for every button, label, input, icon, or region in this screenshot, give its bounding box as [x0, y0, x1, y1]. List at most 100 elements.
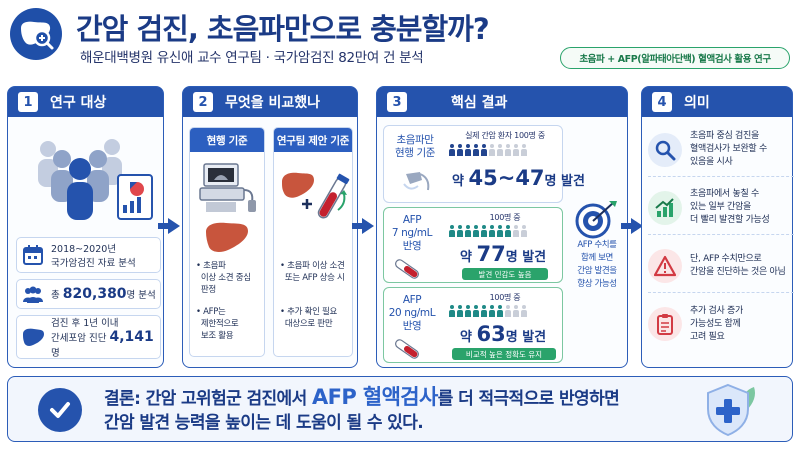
clipboard-icon: [648, 307, 682, 341]
diag-value: 4,141: [109, 329, 154, 345]
diag-line1: 검진 후 1년 이내: [51, 318, 119, 329]
ultrasound-machine-icon: [199, 163, 256, 212]
medical-shield-icon: [707, 383, 755, 437]
afp7-sensitivity-badge: 발견 민감도 높음: [462, 268, 548, 280]
current-bullet-1: • 초음파 이상 소견 중심 판정: [196, 261, 251, 295]
panel-header: 2 무엇을 비교했나: [183, 87, 357, 117]
liver-plus-blood-tube-icon: [282, 172, 350, 219]
total-subjects-box: 총 820,380명 분석: [16, 279, 161, 309]
total-value: 820,380: [62, 286, 127, 302]
afp20-person-row: [448, 305, 527, 317]
person-icon: [512, 305, 519, 317]
panel-title: 연구 대상: [50, 95, 107, 111]
conclusion-banner: 결론: 간암 고위험군 검진에서 AFP 혈액검사를 더 적극적으로 반영하면 …: [7, 376, 793, 442]
afp20-result-text: 약 63명 발견: [460, 322, 547, 346]
person-icon: [504, 144, 511, 156]
liver-search-logo-icon: [10, 8, 62, 60]
person-icon: [456, 225, 463, 237]
person-icon: [496, 225, 503, 237]
liver-icon: [206, 222, 248, 252]
page-title: 간암 검진, 초음파만으로 충분할까?: [76, 12, 490, 46]
flow-arrow: [158, 218, 180, 234]
person-icon: [520, 144, 527, 156]
step-number: 1: [18, 92, 38, 112]
panel-header: 3 핵심 결과: [377, 87, 627, 117]
liver-icon: [21, 325, 45, 349]
flow-arrow: [352, 218, 374, 234]
step-number: 2: [193, 92, 213, 112]
person-icon: [448, 144, 455, 156]
growth-chart-icon: [648, 190, 682, 225]
proposed-bullet-2: • 추가 확인 필요 대상으로 판만: [280, 307, 338, 329]
proposed-bullet-1: • 초음파 이상 소견 또는 AFP 상승 시: [280, 261, 345, 283]
crowd-with-report-icon: [38, 139, 153, 220]
panel-title: 무엇을 비교했나: [225, 95, 321, 111]
panel-header: 1 연구 대상: [8, 87, 163, 117]
proposed-criteria-header: 연구팀 제안 기준: [274, 128, 352, 152]
diag-line2: 간세포암 진단: [51, 333, 107, 344]
person-icon: [448, 305, 455, 317]
person-icon: [472, 225, 479, 237]
person-icon: [464, 225, 471, 237]
target-icon: [575, 201, 617, 239]
afp20-caption: 100명 중: [489, 293, 521, 302]
person-icon: [456, 144, 463, 156]
study-tag-badge: 초음파 + AFP(알파태아단백) 혈액검사 활용 연구: [560, 47, 790, 69]
current-criteria-column: 현행 기준 • 초음파 이상 소견 중심 판정 • AFP는 제한: [189, 127, 265, 357]
step-number: 4: [652, 92, 672, 112]
ultrasound-person-row: [448, 144, 527, 156]
person-icon: [520, 225, 527, 237]
person-icon: [504, 225, 511, 237]
person-icon: [512, 144, 519, 156]
page-subtitle: 해운대백병원 유신애 교수 연구팀 · 국가암검진 82만여 건 분석: [80, 50, 424, 66]
total-suffix: 명 분석: [126, 290, 156, 301]
person-icon: [488, 225, 495, 237]
afp20-accuracy-badge: 비교적 높은 정확도 유지: [452, 348, 556, 360]
diag-suffix: 명: [51, 348, 60, 359]
afp7-result-text: 약 77명 발견: [460, 242, 547, 266]
person-icon: [512, 225, 519, 237]
ultrasound-caption: 실제 간암 환자 100명 중: [465, 131, 545, 140]
panel-comparison: 2 무엇을 비교했나 현행 기준 • 초음파 이상 소견 중심 판정: [182, 86, 358, 368]
flow-arrow: [621, 218, 643, 234]
warning-icon: [648, 248, 682, 283]
person-icon: [448, 225, 455, 237]
magnifier-icon: [648, 132, 682, 167]
current-criteria-header: 현행 기준: [190, 128, 264, 152]
person-icon: [480, 305, 487, 317]
panel-title: 핵심 결과: [451, 95, 508, 111]
conclusion-text: 결론: 간암 고위험군 검진에서 AFP 혈액검사를 더 적극적으로 반영하면 …: [104, 385, 620, 433]
person-icon: [480, 144, 487, 156]
person-icon: [472, 305, 479, 317]
person-icon: [464, 144, 471, 156]
person-icon: [520, 305, 527, 317]
ultrasound-result: 약 45~47명 발견: [452, 166, 585, 190]
group-icon: [21, 282, 45, 306]
person-icon: [488, 305, 495, 317]
calendar-icon: [21, 243, 45, 267]
step-number: 3: [387, 92, 407, 112]
person-icon: [464, 305, 471, 317]
current-bullet-2: • AFP는 제한적으로 보조 활용: [196, 307, 239, 341]
panel-header: 4 의미: [642, 87, 792, 117]
blood-tube-icon: [395, 339, 419, 359]
panel-title: 의미: [684, 95, 710, 111]
proposed-criteria-column: 연구팀 제안 기준 • 초음파 이상 소견 또는 AFP 상승 시 • 추가 확…: [273, 127, 353, 357]
person-icon: [456, 305, 463, 317]
person-icon: [472, 144, 479, 156]
